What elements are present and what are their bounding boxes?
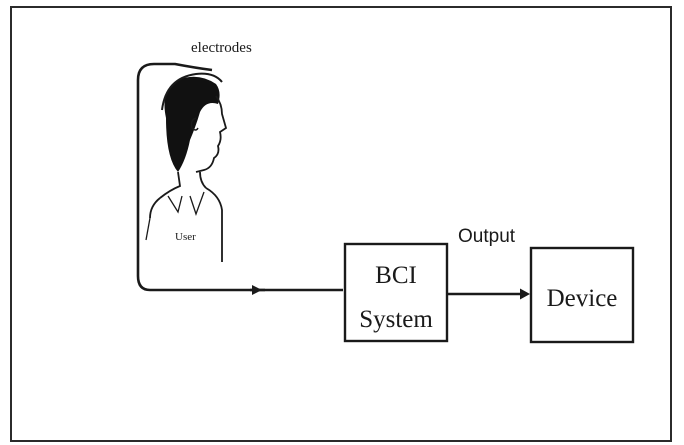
bci-system-label-line1: BCI — [375, 262, 417, 289]
electrodes-label: electrodes — [191, 40, 252, 56]
output-label: Output — [458, 226, 516, 247]
user-label: User — [175, 231, 196, 243]
user-head-silhouette-icon — [145, 72, 228, 262]
bci-system-box — [343, 242, 449, 343]
electrode-cable — [136, 62, 265, 292]
device-label: Device — [547, 285, 618, 312]
device-box — [529, 246, 635, 344]
arrow-right-icon — [252, 285, 262, 295]
diagram-frame — [10, 6, 672, 442]
bci-system-label-line2: System — [359, 306, 433, 333]
arrow-right-icon — [520, 288, 530, 300]
